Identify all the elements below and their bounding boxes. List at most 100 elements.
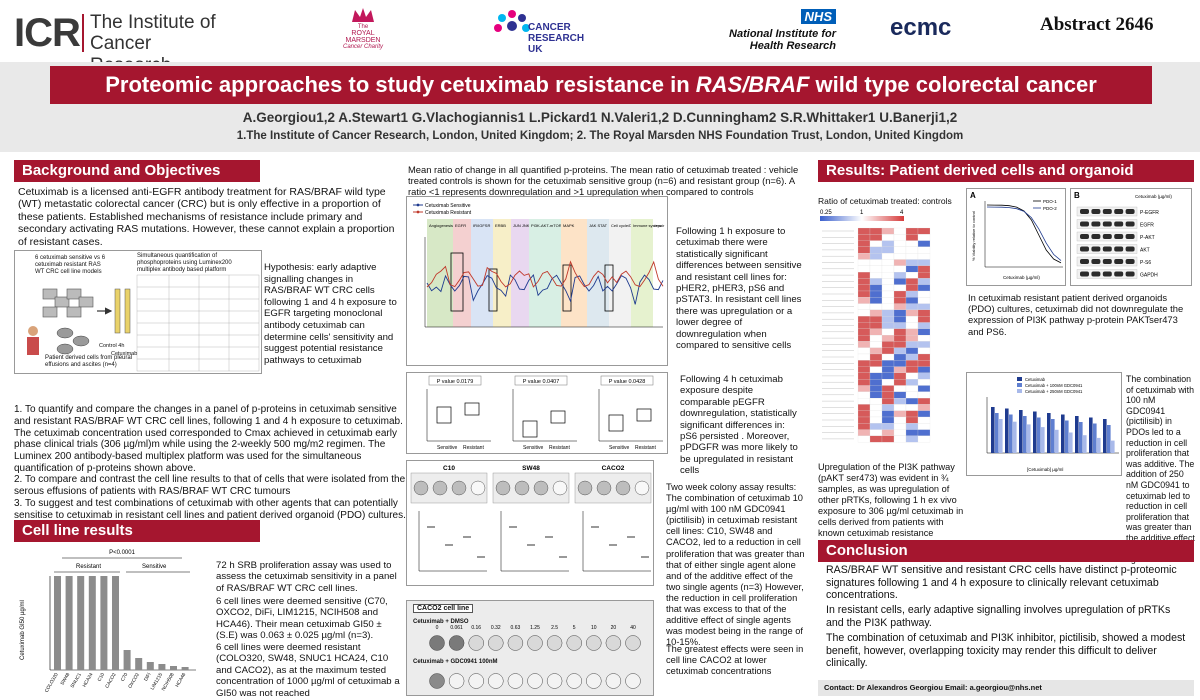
heatmap-cell bbox=[857, 322, 871, 329]
heatmap-cell bbox=[917, 309, 931, 317]
heatmap-cell bbox=[881, 234, 895, 241]
fig-cetux: Cetuximab bbox=[111, 351, 138, 357]
heatmap-cell bbox=[857, 435, 871, 443]
affiliations: 1.The Institute of Cancer Research, Lond… bbox=[236, 130, 964, 142]
heatmap-cell bbox=[917, 341, 931, 348]
heatmap-cell bbox=[869, 303, 883, 310]
heatmap-cell bbox=[881, 347, 895, 355]
heatmap-cell bbox=[857, 353, 871, 361]
nihr-2: Health Research bbox=[749, 40, 836, 52]
caco-conc-label: 0.32 bbox=[491, 625, 501, 631]
gi50-bar bbox=[88, 576, 96, 670]
wb-band bbox=[1125, 209, 1135, 214]
caco-conc-label: 10 bbox=[591, 625, 597, 631]
heatmap-cell bbox=[881, 435, 895, 443]
colony-well bbox=[615, 480, 631, 496]
gi50-ylabel: Cetuximab GI50 µg/ml bbox=[20, 600, 26, 660]
heatmap-cell bbox=[893, 379, 907, 386]
heatmap-cell bbox=[917, 284, 931, 292]
colony-well bbox=[451, 480, 467, 496]
wb-band bbox=[1091, 209, 1101, 214]
heatmap-cell bbox=[893, 341, 907, 348]
caco-well bbox=[488, 673, 504, 689]
ratio-chart-svg: Cetuximab Sensitive Cetuximab Resistant … bbox=[413, 203, 665, 328]
series-resistant bbox=[426, 260, 664, 288]
wb-band bbox=[1080, 234, 1089, 239]
combo-bar bbox=[1055, 429, 1059, 453]
pathway-band bbox=[561, 219, 587, 327]
fig-label-1: 6 cetuximab sensitive vs 6 cetuximab res… bbox=[35, 255, 106, 275]
caco-well bbox=[586, 673, 602, 689]
wb-band bbox=[1102, 271, 1112, 277]
gi50-category: DiFi bbox=[143, 672, 152, 682]
heatmap-cell bbox=[917, 234, 931, 241]
western-blot-svg: B Cetuximab (µg/ml) P-EGFREGFRP-AKTAKTP-… bbox=[1074, 191, 1172, 279]
heatmap-cell bbox=[893, 284, 907, 292]
gi50-bar bbox=[77, 576, 85, 670]
heatmap-cell bbox=[869, 366, 883, 374]
heatmap-cell bbox=[857, 379, 871, 386]
heatmap-cell bbox=[881, 360, 895, 367]
wb-band bbox=[1114, 246, 1124, 252]
heatmap-cell bbox=[857, 303, 871, 310]
heatmap-cell bbox=[881, 423, 895, 430]
heatmap-cell bbox=[917, 328, 931, 336]
wb-title: Cetuximab (µg/ml) bbox=[1135, 194, 1172, 199]
box-sensitive bbox=[608, 414, 624, 432]
heatmap-cell bbox=[917, 259, 931, 266]
wb-band bbox=[1102, 246, 1112, 252]
combo-bar bbox=[1089, 417, 1093, 453]
wb-band bbox=[1114, 209, 1124, 214]
heatmap-cell bbox=[857, 341, 871, 348]
gi50-category: SNUC1 bbox=[70, 672, 83, 689]
box-label-sensitive: Sensitive bbox=[523, 445, 544, 451]
caco-well bbox=[507, 673, 524, 689]
heatmap-cell bbox=[857, 423, 871, 430]
heatmap-cell bbox=[881, 290, 895, 298]
wb-band bbox=[1125, 271, 1135, 277]
heatmap-cell bbox=[869, 353, 883, 361]
icr-name-1: The Institute of bbox=[90, 12, 216, 33]
heatmap-cell bbox=[881, 372, 895, 380]
gi50-bar bbox=[170, 666, 177, 670]
pathway-label: Immune system bbox=[633, 223, 662, 228]
caco-well bbox=[507, 635, 524, 651]
wb-band bbox=[1114, 259, 1124, 264]
heatmap-cell bbox=[881, 398, 895, 405]
heatmap-cell bbox=[869, 379, 883, 386]
heatmap-cell bbox=[905, 335, 919, 342]
heatmap-cell bbox=[893, 253, 907, 260]
heatmap-cell bbox=[893, 316, 907, 323]
cruk-logo: CANCER RESEARCH UK bbox=[490, 8, 600, 58]
heatmap-cell bbox=[905, 423, 919, 430]
fig-label-2: Simultaneous quantification of phosphopr… bbox=[137, 253, 232, 273]
heatmap-cell bbox=[869, 297, 883, 304]
pvalue-text: P value 0.0407 bbox=[523, 379, 560, 385]
heatmap-cell bbox=[869, 234, 883, 241]
combo-bar bbox=[995, 413, 999, 453]
heatmap-cell bbox=[893, 246, 907, 254]
heatmap-cell bbox=[869, 316, 883, 323]
wb-band bbox=[1125, 259, 1135, 264]
wb-band bbox=[1080, 271, 1089, 277]
combo-xlabel: [Cetuximab] µg/ml bbox=[1027, 467, 1063, 472]
heatmap-cell bbox=[917, 372, 931, 380]
heatmap-cell bbox=[869, 404, 883, 411]
nihr-1: National Institute for bbox=[729, 28, 836, 40]
pathway-label: JAK STAT bbox=[589, 223, 608, 228]
gi50-category: SW48 bbox=[60, 672, 72, 687]
heatmap-cell bbox=[917, 316, 931, 323]
heatmap-cell bbox=[893, 398, 907, 405]
heatmap-cell bbox=[905, 246, 919, 254]
heatmap-cell bbox=[905, 429, 919, 437]
text-1h: Following 1 h exposure to cetuximab ther… bbox=[676, 226, 802, 352]
heatmap-cell bbox=[881, 227, 895, 235]
rm-3: MARSDEN bbox=[345, 37, 381, 44]
heatmap-cell bbox=[905, 347, 919, 355]
pathway-label: MAPK bbox=[563, 223, 575, 228]
box-label-resistant: Resistant bbox=[549, 445, 570, 451]
heatmap-cell bbox=[917, 253, 931, 260]
icr-divider bbox=[82, 14, 84, 52]
heatmap-cell bbox=[869, 322, 883, 329]
